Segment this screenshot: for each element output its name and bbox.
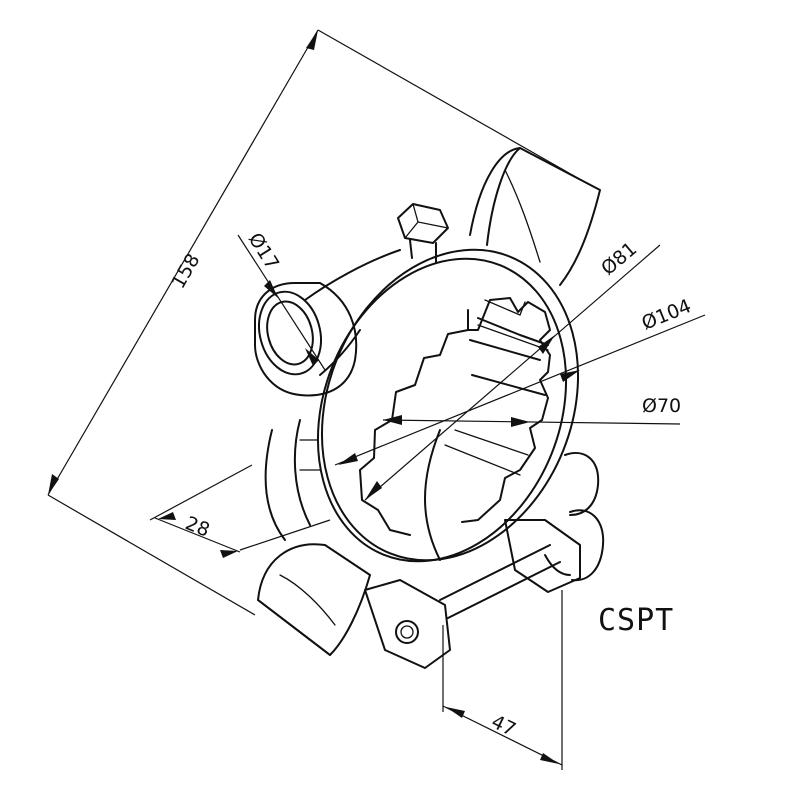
model-label: CSPT [598, 603, 674, 638]
dim-d104-label: Ø104 [639, 295, 695, 335]
dim-d17-label: Ø17 [244, 229, 283, 274]
bore-boss [254, 282, 358, 397]
dim-47-label: 47 [488, 711, 519, 741]
dimension-lines [47, 29, 706, 770]
dim-158-label: 158 [167, 250, 204, 292]
toothed-ring [316, 248, 580, 563]
dim-d81-label: Ø81 [597, 238, 641, 280]
dim-d70-label: Ø70 [642, 395, 681, 417]
clamp-body [257, 147, 605, 669]
dim-28-label: 28 [182, 512, 213, 541]
hex-bolt [397, 203, 449, 263]
